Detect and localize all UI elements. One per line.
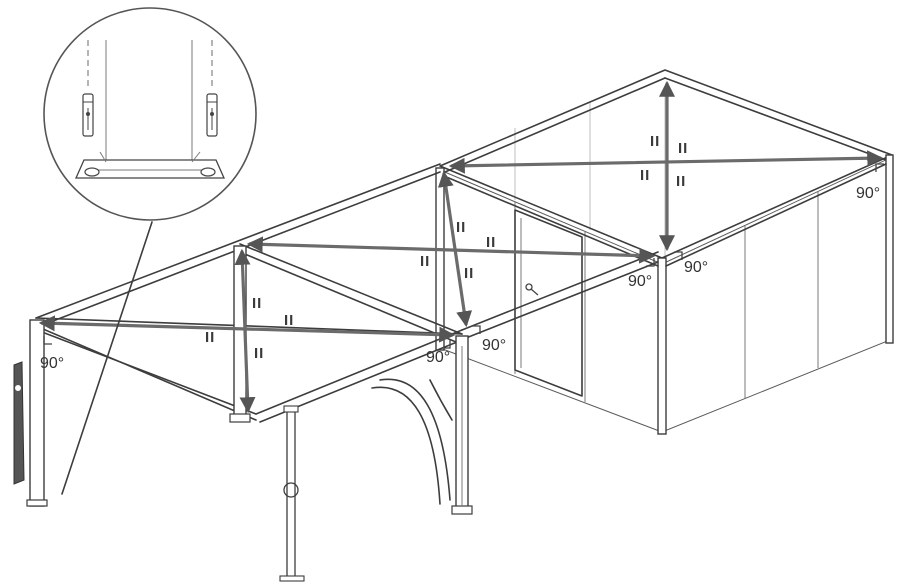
equal-mark: II — [254, 345, 264, 362]
angle-label: 90° — [426, 349, 450, 366]
equal-marks: II II II II II II II II II II II II — [205, 133, 688, 362]
equal-mark: II — [205, 329, 215, 346]
right-angle-marker: 90° — [856, 163, 884, 202]
equal-mark: II — [420, 253, 430, 270]
right-angle-marker: 90° — [472, 325, 506, 354]
equal-mark: II — [676, 173, 686, 190]
detail-callout — [43, 7, 257, 495]
angle-label: 90° — [40, 355, 64, 372]
equal-mark: II — [252, 295, 262, 312]
front-wall — [439, 169, 663, 433]
angle-label: 90° — [628, 273, 652, 290]
door[interactable] — [514, 209, 583, 397]
equal-mark: II — [284, 312, 294, 329]
diagonal-measurements — [38, 80, 884, 414]
anchor-bolt-icon — [82, 93, 94, 137]
base-plate — [74, 151, 226, 179]
angle-label: 90° — [856, 185, 880, 202]
right-angle-marker: 90° — [426, 340, 451, 366]
right-angle-marker: 90° — [40, 336, 64, 372]
equal-mark: II — [464, 265, 474, 282]
curved-brace — [379, 378, 451, 501]
equal-mark: II — [640, 167, 650, 184]
measure-arrow — [234, 248, 256, 414]
equal-mark: II — [650, 133, 660, 150]
measure-arrow — [38, 315, 456, 343]
anchor-bolt-icon — [206, 93, 218, 137]
measure-arrow — [437, 170, 473, 328]
angle-label: 90° — [684, 259, 708, 276]
equal-mark: II — [678, 140, 688, 157]
equal-mark: II — [456, 219, 466, 236]
left-front-post — [29, 319, 45, 507]
loose-panel — [13, 361, 25, 485]
door-handle-icon[interactable] — [525, 283, 539, 296]
right-angle-markers: 90° 90° 90° 90° 90° 90° — [40, 163, 884, 372]
angle-label: 90° — [482, 337, 506, 354]
right-angle-marker: 90° — [628, 258, 655, 290]
right-angle-marker: 90° — [674, 251, 708, 276]
equal-mark: II — [486, 234, 496, 251]
support-prop — [279, 405, 305, 582]
